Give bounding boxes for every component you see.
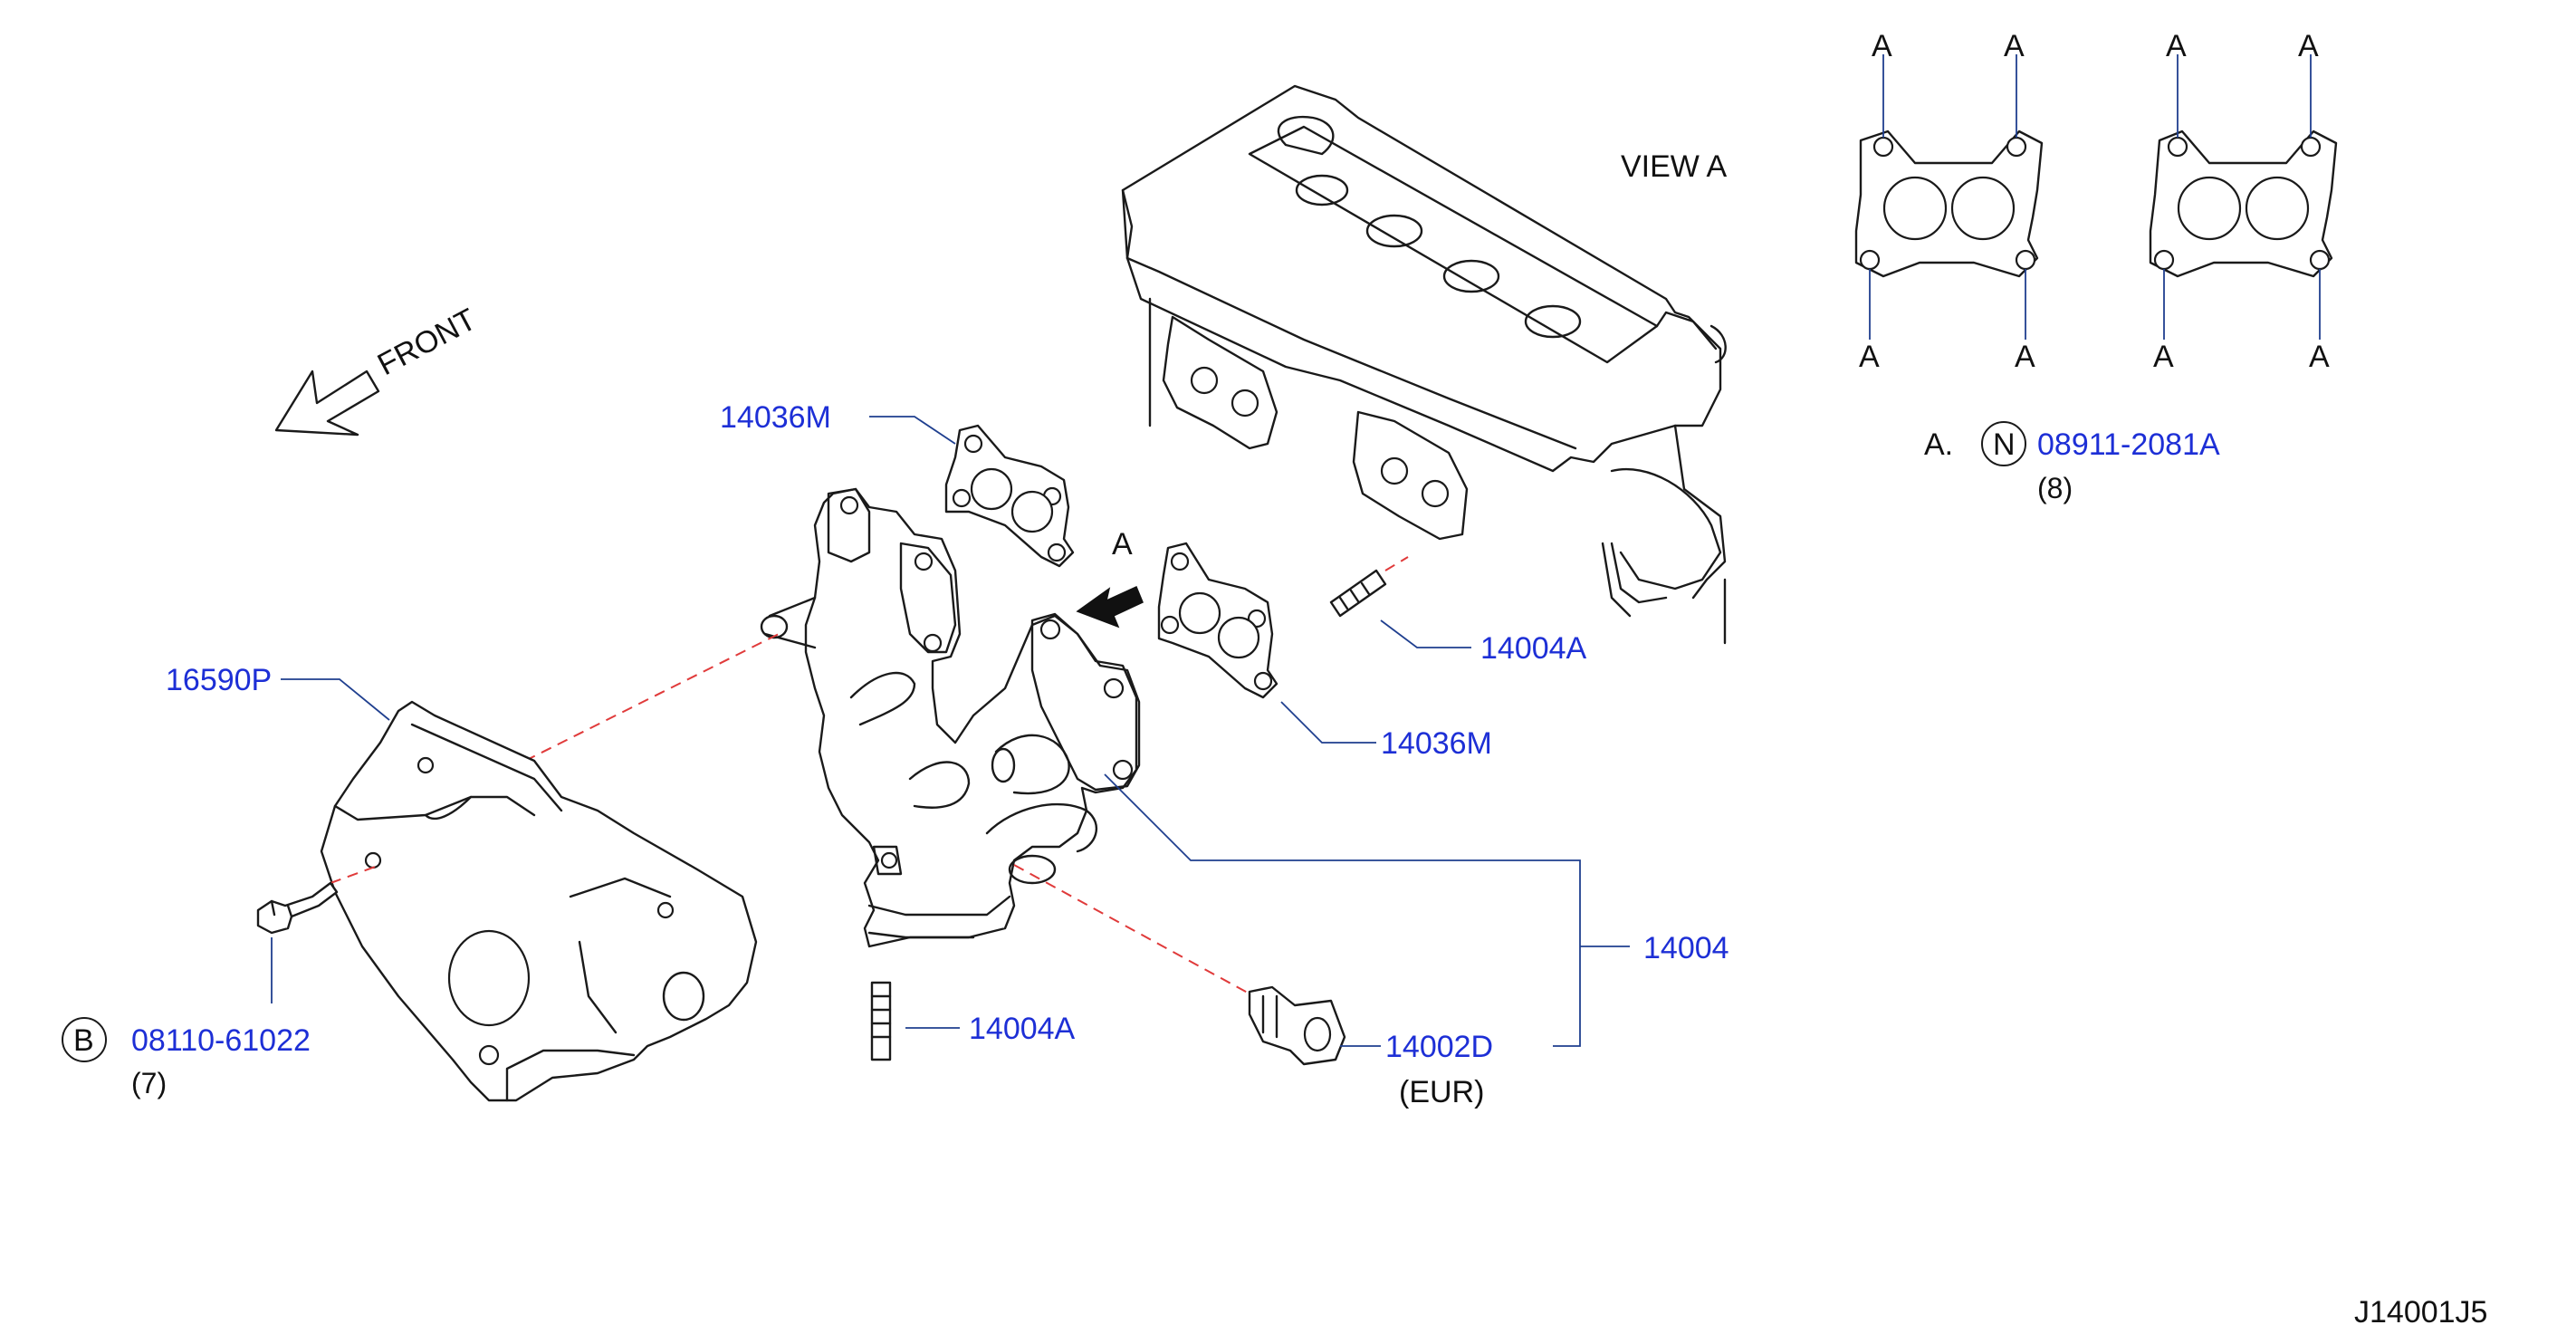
stud-lower-callout[interactable]: 14004A: [969, 1012, 1076, 1046]
manifold-callout[interactable]: 14004: [1643, 931, 1729, 965]
view-a-gasket-right: A A A A: [2149, 29, 2338, 374]
gasket-mark: A: [2309, 340, 2330, 374]
diagram-id: J14001J5: [2354, 1295, 2487, 1330]
nut-note: (EUR): [1399, 1075, 1484, 1109]
exhaust-gasket-upper: 14036M: [720, 400, 1075, 568]
front-label: FRONT: [372, 302, 482, 383]
gasket-mark: A: [2298, 29, 2319, 63]
view-a-gasket-left: A A A A: [1854, 29, 2044, 374]
heat-shield: 16590P: [166, 633, 780, 1102]
view-a-nut-part-number[interactable]: 08911-2081A: [2037, 427, 2220, 462]
gasket-lower-callout[interactable]: 14036M: [1381, 726, 1492, 761]
view-a-prefix: A.: [1924, 427, 1953, 462]
view-a-detail: VIEW A A A A A: [1621, 29, 2338, 504]
gasket-mark: A: [2166, 29, 2187, 63]
gasket-mark: A: [2015, 340, 2035, 374]
gasket-mark: A: [2004, 29, 2025, 63]
nut-symbol-label: N: [1993, 427, 2016, 462]
bolt: B 08110-61022 (7): [62, 864, 381, 1099]
exhaust-manifold: 14004: [760, 487, 1729, 1047]
view-a-arrow-label: A: [1112, 527, 1133, 562]
view-a-nut-quantity: (8): [2037, 472, 2073, 504]
gasket-mark: A: [1859, 340, 1880, 374]
stud-upper: 14004A: [1329, 556, 1587, 666]
bolt-symbol-circle: [62, 1017, 107, 1062]
view-a-arrow: A: [1076, 527, 1144, 629]
gasket-upper-callout[interactable]: 14036M: [720, 400, 831, 435]
bolt-symbol-label: B: [73, 1023, 94, 1058]
gasket-mark: A: [2153, 340, 2174, 374]
bolt-quantity: (7): [131, 1067, 167, 1099]
cylinder-head-drawing: [1121, 84, 1727, 645]
heat-shield-callout[interactable]: 16590P: [166, 663, 272, 697]
gasket-mark: A: [1872, 29, 1892, 63]
stud-lower: 14004A: [870, 981, 1076, 1061]
view-a-label: VIEW A: [1621, 149, 1727, 184]
bolt-callout[interactable]: 08110-61022: [131, 1023, 311, 1058]
nut: 14002D (EUR): [1013, 864, 1493, 1109]
front-direction-arrow: FRONT: [274, 302, 482, 437]
nut-symbol-circle: [1981, 421, 2026, 466]
nut-callout[interactable]: 14002D: [1385, 1030, 1493, 1064]
exhaust-gasket-lower: 14036M: [1157, 542, 1492, 761]
stud-upper-callout[interactable]: 14004A: [1480, 631, 1587, 666]
